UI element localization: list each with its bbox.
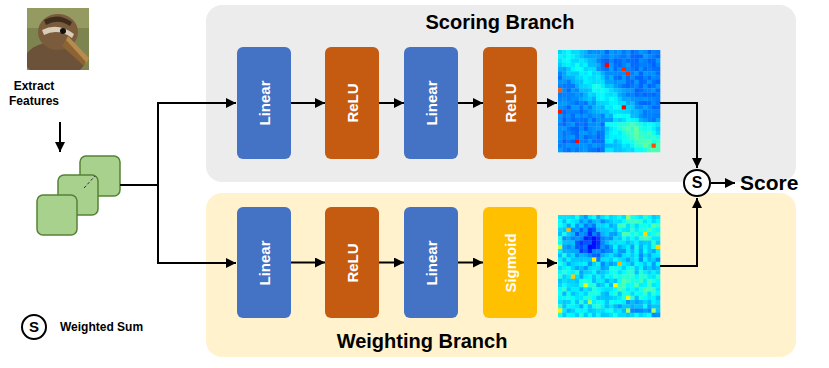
legend-text: Weighted Sum xyxy=(60,320,143,334)
flow-arrow xyxy=(379,102,404,104)
operator-symbol: S xyxy=(685,171,709,195)
layer-name: ReLU xyxy=(344,243,361,282)
weight-heatmap xyxy=(558,215,660,317)
linear-layer: Linear xyxy=(404,47,458,159)
linear-layer: Linear xyxy=(237,47,291,159)
linear-layer: Linear xyxy=(237,207,291,318)
relu-layer: ReLU xyxy=(483,47,537,159)
layer-name: Linear xyxy=(423,80,440,125)
flow-arrow xyxy=(458,102,483,104)
duck-photo xyxy=(27,8,89,70)
branch-panel: Weighting Branch Linear ReLU Linear Sigmoid xyxy=(206,193,796,357)
flow-arrow xyxy=(291,262,325,264)
output-label: Score xyxy=(740,170,798,196)
flow-arrow xyxy=(379,262,404,264)
legend-symbol: S xyxy=(23,316,45,338)
panel-title: Weighting Branch xyxy=(337,330,508,353)
feature-split-lines xyxy=(120,102,236,264)
branch-panel: Scoring BranchLinear ReLU Linear ReLU xyxy=(206,5,796,182)
layer-name: ReLU xyxy=(502,83,519,122)
weighted-sum-op: S xyxy=(683,169,711,197)
panel-title: Scoring Branch xyxy=(426,11,575,34)
relu-layer: ReLU xyxy=(325,47,379,159)
extract-arrow xyxy=(59,122,61,152)
layer-name: Linear xyxy=(256,80,273,125)
merge-lines xyxy=(537,103,735,266)
score-heatmap xyxy=(558,50,660,152)
layer-name: Sigmoid xyxy=(502,233,519,292)
relu-layer: ReLU xyxy=(325,207,379,318)
layer-name: Linear xyxy=(423,240,440,285)
layer-name: Linear xyxy=(256,240,273,285)
layer-name: ReLU xyxy=(344,83,361,122)
legend-symbol-circle: S xyxy=(21,314,47,340)
linear-layer: Linear xyxy=(404,207,458,318)
step-label: Extract Features xyxy=(2,79,66,109)
sigmoid-layer: Sigmoid xyxy=(483,207,537,318)
feature-stack xyxy=(37,156,120,235)
flow-arrow xyxy=(458,262,483,264)
flow-arrow xyxy=(291,102,325,104)
